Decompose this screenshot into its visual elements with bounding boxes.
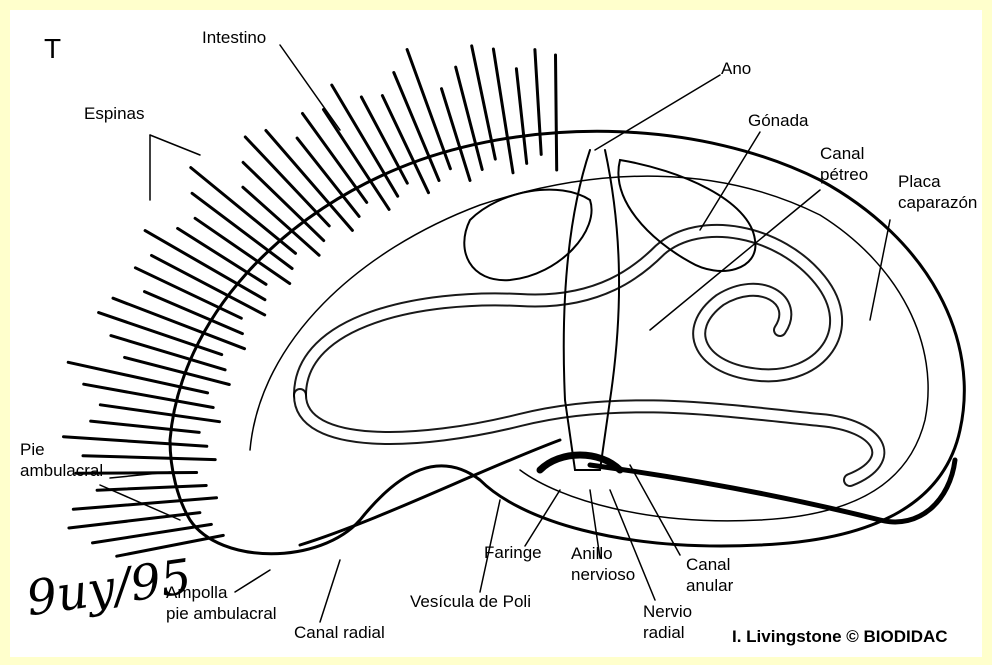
spine [111,336,225,370]
label-placa-1: Placa [898,172,941,191]
label-canal-petreo-2: pétreo [820,165,868,184]
label-ano: Ano [721,59,751,78]
corner-letter: T [44,33,61,65]
label-faringe: Faringe [484,543,542,562]
spine [192,193,292,268]
label-vesicula: Vesícula de Poli [410,592,531,611]
label-pie-1: Pie [20,440,45,459]
spine [195,218,290,283]
label-anillo-2: nervioso [571,565,635,584]
label-nervio-2: radial [643,623,685,642]
credit-line: I. Livingstone © BIODIDAC [732,627,948,647]
label-ampolla-2: pie ambulacral [166,604,277,623]
label-anillo-1: Anillo [571,544,613,563]
spine [361,97,407,183]
spine [73,498,216,510]
spine [145,231,265,300]
spine [556,55,557,170]
spine [97,486,206,491]
test-outline [170,131,964,553]
spine [535,50,541,155]
label-canal-anular-1: Canal [686,555,730,574]
spine [100,405,219,422]
label-gonada: Gónada [748,111,809,130]
label-placa-2: caparazón [898,193,977,212]
spine [64,437,207,447]
label-intestino: Intestino [202,28,266,47]
label-canal-petreo-1: Canal [820,144,864,163]
spine [266,131,353,231]
spine [493,49,513,173]
spine [91,421,200,432]
label-canal-radial: Canal radial [294,623,385,642]
radial-canal-left [300,440,560,545]
spine [516,69,526,164]
label-espinas: Espinas [84,104,144,123]
label-pie-2: ambulacral [20,461,103,480]
stone-canal [564,150,619,400]
spine [83,456,215,460]
label-nervio-1: Nervio [643,602,692,621]
label-canal-anular-2: anular [686,576,733,595]
spine [125,357,230,384]
spine [243,162,324,240]
